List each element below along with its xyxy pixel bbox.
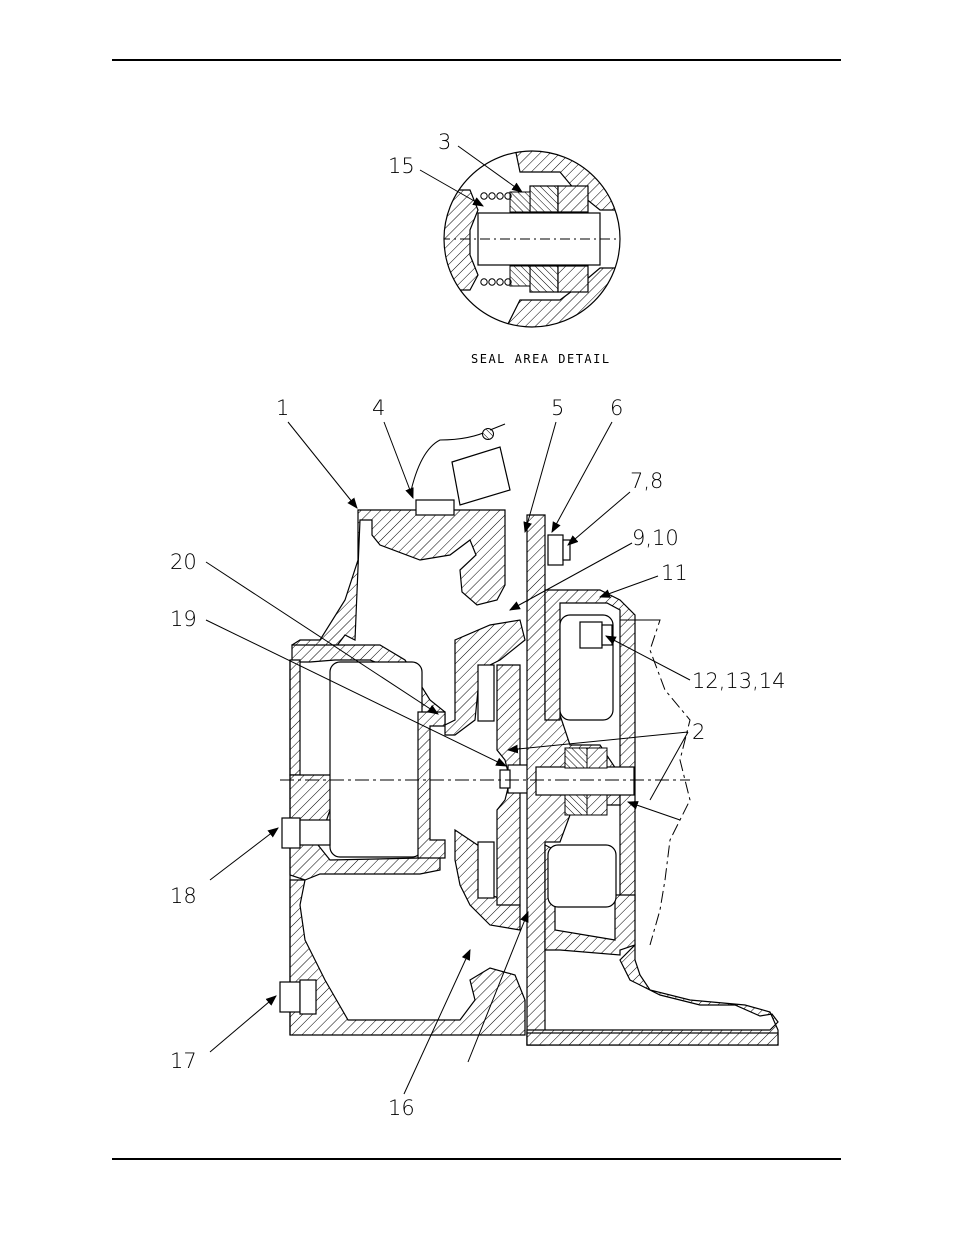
callout-11: 11 bbox=[661, 561, 688, 585]
seal-detail-caption: SEAL AREA DETAIL bbox=[471, 352, 611, 366]
leader-1 bbox=[288, 422, 357, 508]
leader-7-8 bbox=[568, 492, 630, 545]
callout-4: 4 bbox=[372, 396, 385, 420]
callout-17: 17 bbox=[170, 1049, 197, 1073]
callout-6: 6 bbox=[610, 396, 623, 420]
leader-12-13-14 bbox=[606, 636, 690, 680]
callout-18: 18 bbox=[170, 884, 197, 908]
callout-16: 16 bbox=[388, 1096, 415, 1120]
callout-9-10: 9,10 bbox=[632, 526, 679, 550]
leader-18 bbox=[210, 828, 278, 880]
callout-3: 3 bbox=[438, 130, 451, 154]
leader-11 bbox=[600, 576, 658, 597]
callout-2: 2 bbox=[692, 720, 705, 744]
callout-12-13-14: 12,13,14 bbox=[692, 669, 786, 693]
callout-19: 19 bbox=[170, 607, 197, 631]
callout-5: 5 bbox=[551, 396, 564, 420]
leader-2c bbox=[628, 802, 680, 820]
leader-20 bbox=[206, 562, 438, 714]
leader-2b bbox=[650, 732, 688, 800]
seal-area-detail bbox=[440, 148, 630, 330]
callout-20: 20 bbox=[170, 550, 197, 574]
callout-1: 1 bbox=[276, 396, 289, 420]
callout-7-8: 7,8 bbox=[630, 469, 663, 493]
callout-15: 15 bbox=[388, 154, 415, 178]
leader-17 bbox=[210, 996, 276, 1052]
leader-4 bbox=[384, 422, 413, 498]
